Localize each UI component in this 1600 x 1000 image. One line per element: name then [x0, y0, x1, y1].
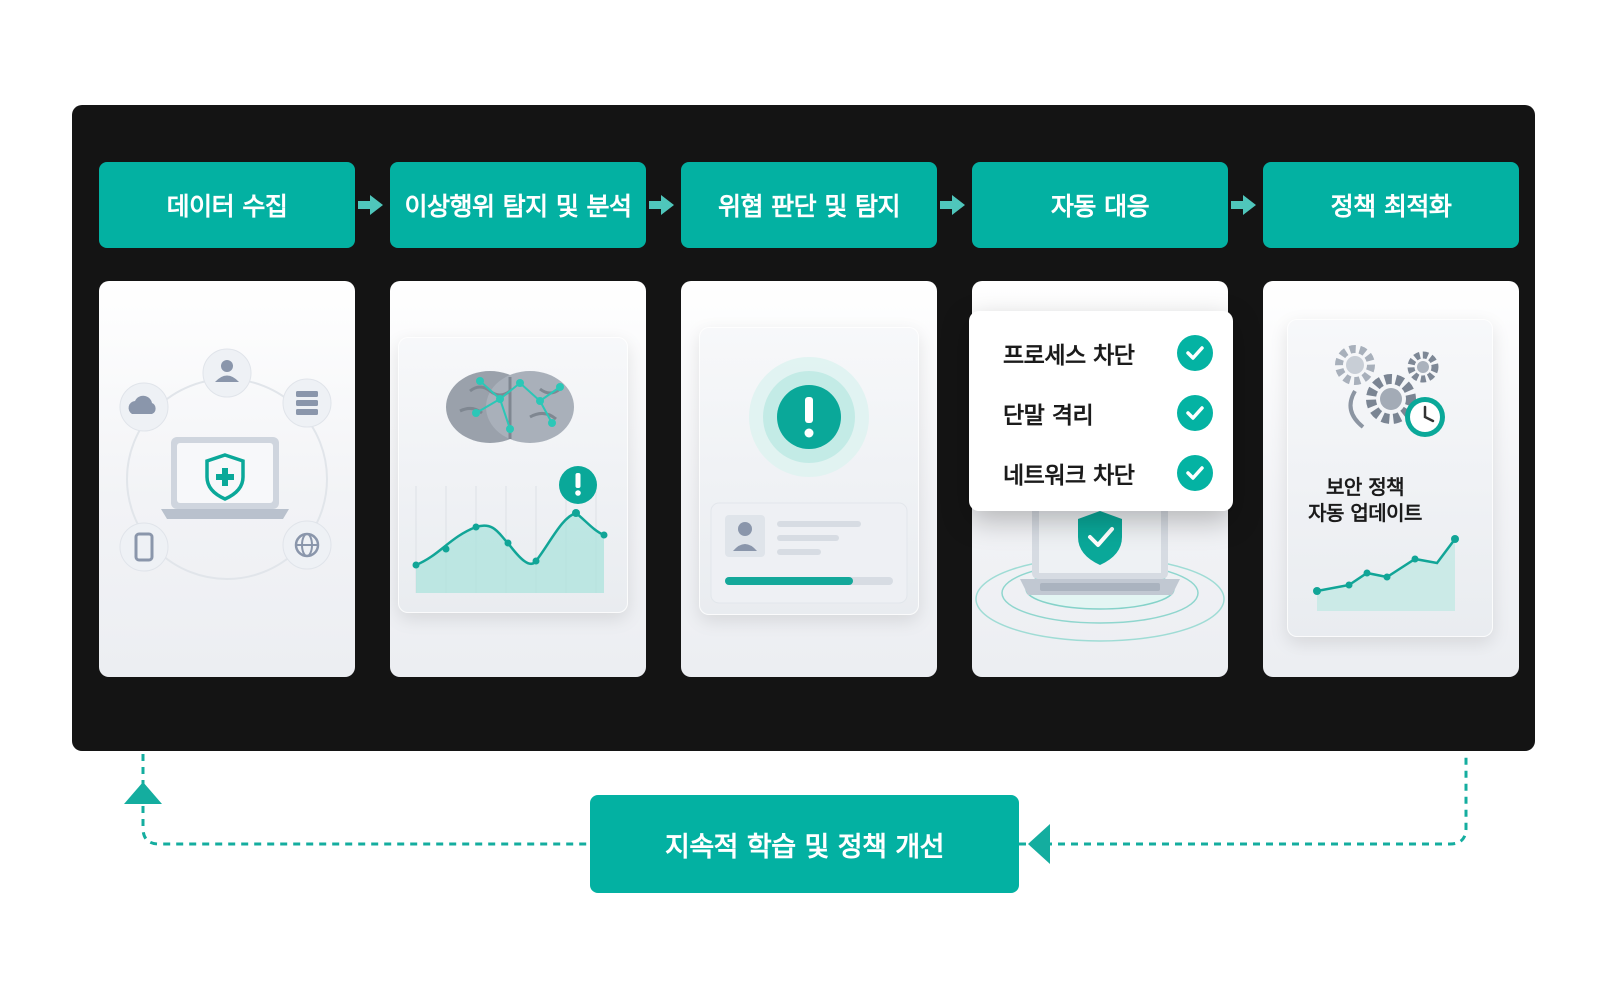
card-policy-optimization [1263, 281, 1519, 677]
shield-icon [205, 453, 245, 501]
step-anomaly-detection: 이상행위 탐지 및 분석 [390, 162, 646, 248]
card-anomaly-detection [390, 281, 646, 677]
step-threat-judgement: 위협 판단 및 탐지 [681, 162, 937, 248]
brain-icon [446, 371, 574, 443]
arrow-right-icon [1231, 195, 1256, 215]
server-icon [282, 378, 332, 428]
response-action-label: 단말 격리 [1003, 403, 1094, 429]
response-action-label: 네트워크 차단 [1003, 463, 1135, 489]
feedback-loop-box: 지속적 학습 및 정책 개선 [590, 795, 1019, 893]
profile-icon [725, 515, 765, 557]
step-data-collection: 데이터 수집 [99, 162, 355, 248]
check-icon [1177, 395, 1213, 431]
card-data-collection [99, 281, 355, 677]
policy-update-line2: 자동 업데이트 [1308, 501, 1422, 525]
step-auto-response: 자동 대응 [972, 162, 1228, 248]
response-action-item: 네트워크 차단 [1003, 453, 1213, 493]
alert-icon [559, 466, 597, 504]
step-label: 자동 대응 [1050, 192, 1150, 221]
check-icon [1177, 335, 1213, 371]
response-action-item: 프로세스 차단 [1003, 333, 1213, 373]
smartphone-icon [119, 522, 169, 572]
gear-icon [1366, 374, 1416, 424]
policy-update-line1: 보안 정책 [1325, 475, 1405, 499]
arrow-up-icon [124, 782, 162, 804]
globe-icon [282, 520, 332, 570]
step-label: 정책 최적화 [1330, 192, 1452, 221]
step-label: 이상행위 탐지 및 분석 [404, 192, 632, 221]
response-actions-popup: 프로세스 차단 단말 격리 네트워크 차단 [969, 311, 1233, 511]
arrow-left-icon [1028, 824, 1050, 864]
response-action-item: 단말 격리 [1003, 393, 1213, 433]
arrow-right-icon [358, 195, 383, 215]
arrow-right-icon [940, 195, 965, 215]
cloud-icon [119, 382, 169, 432]
policy-update-label: 보안 정책 자동 업데이트 [1290, 474, 1440, 526]
gear-icon [1335, 345, 1375, 385]
card-threat-judgement [681, 281, 937, 677]
gear-icon [1407, 351, 1439, 383]
step-policy-optimization: 정책 최적화 [1263, 162, 1519, 248]
feedback-loop-label: 지속적 학습 및 정책 개선 [665, 831, 945, 863]
user-icon [202, 348, 252, 398]
response-action-label: 프로세스 차단 [1003, 343, 1135, 369]
alert-icon [777, 385, 841, 449]
step-label: 위협 판단 및 탐지 [717, 192, 901, 221]
step-label: 데이터 수집 [166, 192, 288, 221]
arrow-right-icon [649, 195, 674, 215]
clock-icon [1405, 397, 1445, 437]
check-icon [1177, 455, 1213, 491]
shield-icon [1078, 511, 1122, 565]
